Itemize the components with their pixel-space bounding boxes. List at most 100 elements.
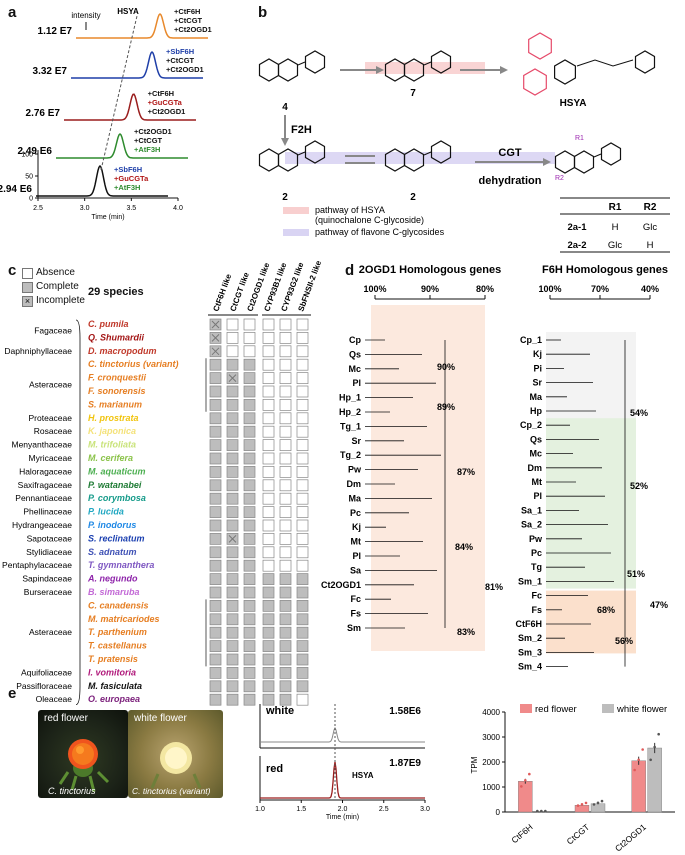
e-x-tick-label: 2.5 [379, 806, 389, 813]
c-cell [262, 479, 275, 492]
a-trace-gene: +Ct2OGD1 [174, 25, 212, 34]
a-x-tick-label: 3.5 [126, 205, 136, 212]
c-cell [226, 546, 239, 559]
b-arrowhead-4-7 [376, 66, 384, 74]
c-family-name: Myricaceae [29, 453, 73, 463]
d-right-leaf: Dm [527, 463, 542, 473]
c-species-name: M. matricariodes [88, 614, 160, 624]
b-arrowhead-7-hsya [500, 66, 508, 74]
a-trace-4 [36, 164, 168, 197]
legend-incomplete: Incomplete [36, 295, 85, 306]
a-trace-1 [71, 50, 203, 79]
c-cell [262, 372, 275, 384]
b-compound-7-bond [423, 61, 432, 66]
d-right-green-clade [546, 418, 636, 589]
b-table-cell: 2a-2 [567, 240, 586, 251]
a-trace-gene: +CtCGT [134, 136, 163, 145]
legend-absence: Absence [36, 267, 75, 278]
a-x-label: Time (min) [91, 214, 124, 221]
e-bar-point [576, 804, 580, 807]
e-bar-point [520, 785, 523, 788]
c-cell [226, 345, 239, 358]
e-bar-point [596, 801, 600, 805]
e-bar-y-tick-label: 3000 [482, 733, 500, 742]
a-trace-gene: +Ct2OGD1 [166, 65, 204, 74]
e-bar-point [544, 809, 547, 813]
a-peak-label: HSYA [117, 7, 139, 16]
a-dashed-guide [100, 15, 138, 171]
c-species-name: D. macropodum [88, 346, 157, 356]
c-cell [279, 586, 292, 599]
c-cell [296, 332, 309, 344]
c-cell [262, 452, 275, 465]
c-cell [296, 466, 309, 478]
d-left-leaf: Sr [351, 436, 361, 446]
d-right-title: F6H Homologous genes [542, 264, 668, 276]
e-red-label: red [266, 763, 283, 775]
d-right-leaf: Pl [533, 491, 542, 501]
d-right-leaf: Pc [531, 548, 542, 558]
c-cell [262, 519, 275, 532]
d-right-grey-clade [546, 332, 636, 420]
c-cell [226, 640, 239, 652]
c-family-name: Proteaceae [29, 413, 73, 423]
b-hsya-core [554, 59, 576, 85]
c-cell [209, 586, 222, 599]
c-cell [296, 345, 309, 358]
d-right-leaf: Sm_2 [518, 633, 542, 643]
d-left-leaf: Hp_1 [339, 393, 361, 403]
e-x-tick-label: 3.0 [420, 806, 430, 813]
b-table-h1: R1 [609, 202, 622, 213]
c-cell-incomplete-mark [228, 374, 237, 382]
c-cell [279, 372, 292, 384]
c-cell [226, 439, 239, 451]
d-right-leaf: Sm_4 [518, 662, 542, 672]
legend-complete: Complete [36, 281, 79, 292]
a-trace-gene: +CtF6H [148, 89, 174, 98]
c-species-name: P. lucida [88, 507, 124, 517]
c-cell [296, 412, 309, 425]
c-cell [243, 385, 256, 398]
e-bar-point [528, 772, 531, 776]
c-cell [209, 667, 222, 679]
a-y-tick-label: 50 [25, 174, 33, 181]
d-left-node-label: 89% [437, 402, 455, 412]
c-bracket [75, 319, 81, 705]
c-cell [296, 613, 309, 626]
c-cell [279, 492, 292, 505]
c-cell [243, 533, 256, 545]
c-cell [262, 680, 275, 693]
d-right-leaf: Tg [531, 562, 542, 572]
white-flower-caption: C. tinctorius (variant) [132, 786, 211, 796]
e-bar-category-label: CtF6H [509, 822, 534, 845]
c-cell [279, 479, 292, 492]
c-cell [279, 466, 292, 478]
white-flower-photo: white flower C. tinctorius (variant) [128, 710, 223, 798]
e-bar-point [637, 758, 640, 762]
c-cell [296, 479, 309, 492]
d-right-leaf: Sm_3 [518, 647, 542, 657]
c-cell [262, 332, 275, 344]
c-family-name: Burseraceae [24, 587, 72, 597]
a-trace-gene: +AtF3H [114, 183, 140, 192]
c-cell [296, 533, 309, 545]
c-species-name: F. sonorensis [88, 386, 146, 396]
c-family-name: Saxifragaceae [18, 480, 73, 490]
a-x-tick-label: 3.0 [80, 205, 90, 212]
c-species-name: S. marianum [88, 399, 142, 409]
d-left-highlight [371, 305, 485, 651]
c-cell [296, 492, 309, 505]
c-cell [279, 573, 292, 585]
a-trace-gene: +SbF6H [166, 47, 194, 56]
e-bar-y-tick-label: 1000 [482, 783, 500, 792]
b-compound-2a-bond [297, 151, 306, 156]
b-legend-text: pathway of HSYA [315, 205, 385, 215]
c-cell [243, 573, 256, 585]
c-cell [209, 613, 222, 626]
c-cell [209, 452, 222, 465]
d-left-leaf: Fs [350, 609, 361, 619]
c-species-name: A. negundo [87, 574, 138, 584]
a-trace-gene: +Ct2OGD1 [134, 127, 172, 136]
a-trace-gene: +AtF3H [134, 145, 160, 154]
red-flower-caption: C. tinctorius [48, 786, 96, 796]
